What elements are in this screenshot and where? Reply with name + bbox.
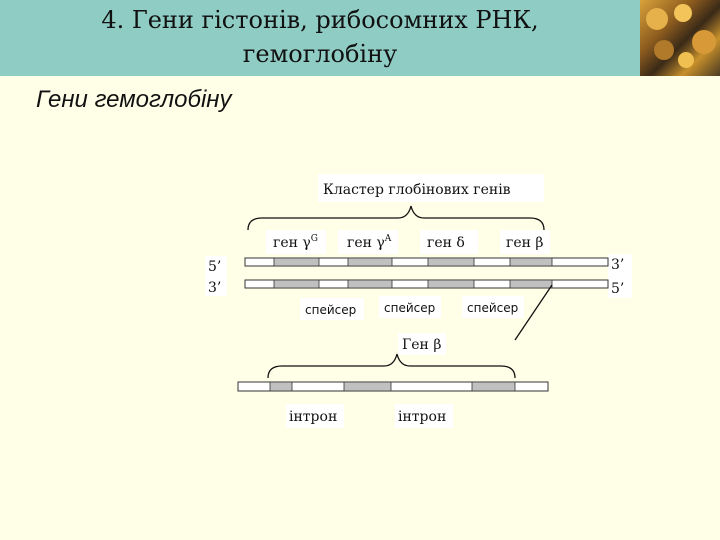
end-label-box bbox=[608, 254, 632, 298]
exon-3 bbox=[471, 381, 516, 392]
gene-segment-gamma-a bbox=[347, 257, 393, 267]
gene-label-gamma-g: ген γG bbox=[273, 234, 318, 251]
end-label-bottom-left: 3’ bbox=[208, 280, 221, 296]
cluster-label: Кластер глобінових генів bbox=[323, 182, 511, 198]
exon-2 bbox=[343, 381, 392, 392]
gene-label-box bbox=[338, 230, 398, 254]
gene-label-box bbox=[420, 230, 478, 254]
gene-segment-gamma-g bbox=[273, 257, 320, 267]
dna-strand-top bbox=[244, 257, 609, 267]
cluster-label-box bbox=[318, 174, 544, 202]
gene-label-delta: ген δ bbox=[427, 235, 465, 251]
gene-beta-label: Ген β bbox=[402, 337, 441, 353]
spacer-label-3: спейсер bbox=[467, 301, 518, 315]
intron-label-box bbox=[286, 404, 344, 428]
gene-segment-delta bbox=[427, 257, 475, 267]
intron-label-1: інтрон bbox=[289, 409, 337, 425]
gene-brace bbox=[267, 353, 516, 379]
slide-title-line-1: 4. Гени гістонів, рибосомних РНК, bbox=[101, 6, 539, 34]
gene-segment-gamma-g bbox=[273, 279, 320, 289]
exon-1 bbox=[269, 381, 293, 392]
spacer-label-1: спейсер bbox=[305, 303, 356, 317]
decorative-photo bbox=[640, 0, 720, 76]
title-bar: 4. Гени гістонів, рибосомних РНК, гемогл… bbox=[0, 0, 720, 76]
intron-label-2: інтрон bbox=[398, 409, 446, 425]
end-label-top-right: 3’ bbox=[611, 257, 624, 273]
spacer-label-box bbox=[379, 296, 441, 318]
dna-strand-bottom bbox=[244, 279, 609, 289]
gene-segment-beta bbox=[509, 257, 553, 267]
section-heading: Гени гемоглобіну bbox=[36, 86, 232, 113]
gene-label-box bbox=[266, 230, 326, 254]
end-label-box bbox=[205, 256, 227, 296]
gene-segment-beta bbox=[509, 279, 553, 289]
gene-label-beta: ген β bbox=[506, 235, 544, 251]
spacer-label-box bbox=[462, 296, 524, 318]
spacer-label-box bbox=[300, 298, 364, 320]
end-label-bottom-right: 5’ bbox=[611, 281, 624, 297]
gene-label-box bbox=[500, 230, 550, 254]
beta-gene-strand bbox=[237, 381, 549, 392]
gene-segment-delta bbox=[427, 279, 475, 289]
cluster-brace bbox=[247, 205, 545, 231]
pointer-line bbox=[514, 284, 553, 341]
gene-beta-label-box bbox=[398, 333, 446, 355]
spacer-label-2: спейсер bbox=[384, 301, 435, 315]
gene-label-gamma-a: ген γA bbox=[347, 234, 392, 251]
gene-segment-gamma-a bbox=[347, 279, 393, 289]
end-label-top-left: 5’ bbox=[208, 259, 221, 275]
intron-label-box bbox=[395, 404, 453, 428]
slide-title-line-2: гемоглобіну bbox=[242, 40, 398, 68]
